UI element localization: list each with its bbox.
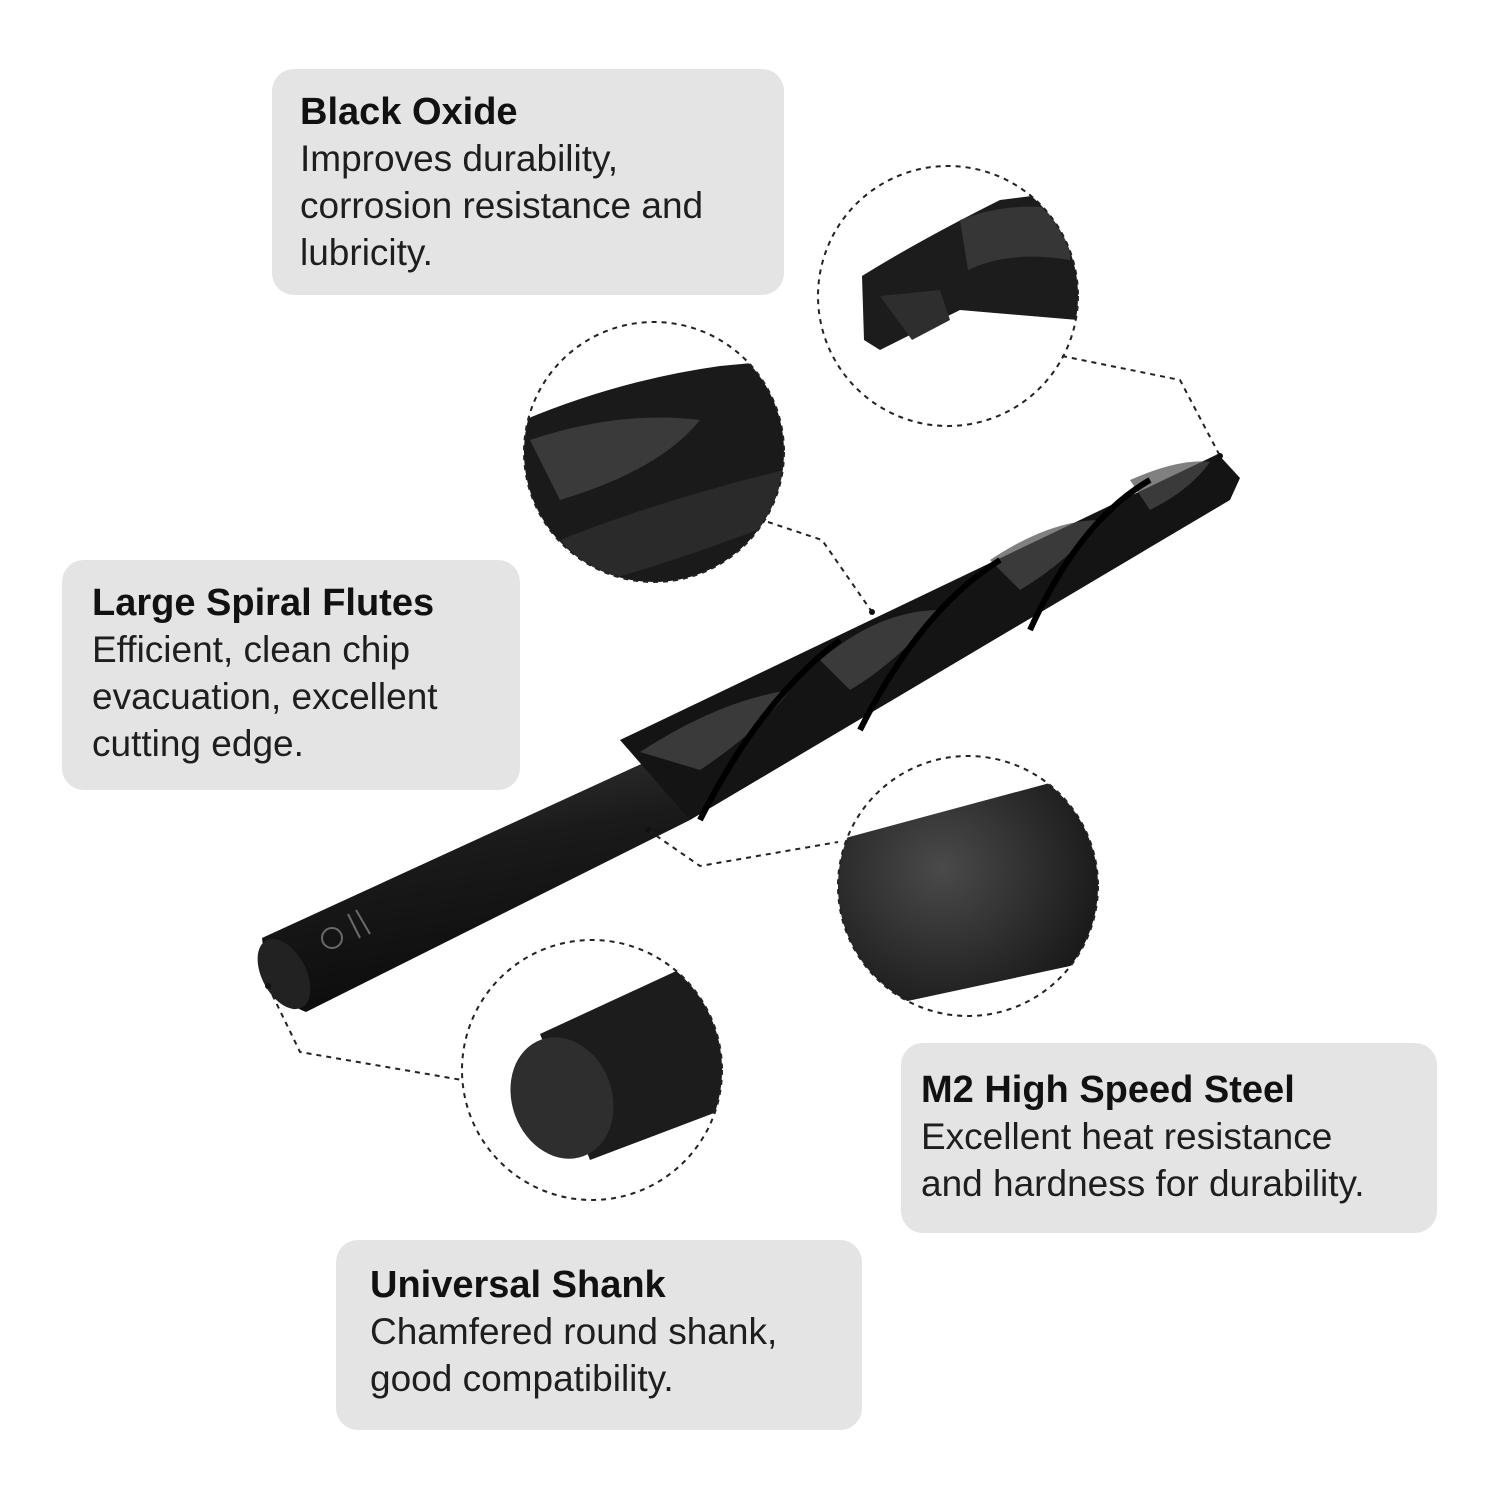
zoom-circle-tip — [817, 165, 1079, 427]
callout-description: Chamfered round shank, good compatibilit… — [370, 1311, 778, 1399]
zoom-circle-flute — [523, 321, 785, 583]
flute-edge — [697, 637, 842, 822]
callout-large-spiral-flutes: Large Spiral Flutes Efficient, clean chi… — [62, 560, 520, 790]
leader-lines — [267, 355, 1221, 1081]
drill-shank-end — [257, 938, 311, 1010]
flute-edge — [1027, 477, 1152, 632]
shank-engraving — [321, 909, 371, 949]
callout-description: Excellent heat resistance and hardness f… — [921, 1116, 1365, 1204]
callout-title: Black Oxide — [300, 91, 518, 133]
flute-highlight — [1130, 461, 1210, 510]
callout-black-oxide: Black Oxide Improves durability, corrosi… — [272, 69, 784, 295]
flute-highlight — [990, 520, 1100, 590]
callout-title: Large Spiral Flutes — [92, 582, 435, 624]
leader-line-shank — [267, 985, 463, 1081]
flute-highlight — [640, 690, 790, 770]
callout-m2-high-speed-steel: M2 High Speed Steel Excellent heat resis… — [901, 1043, 1437, 1233]
callout-description: Efficient, clean chip evacuation, excell… — [92, 629, 438, 764]
leader-line-body — [647, 829, 839, 868]
drill-fluted-body — [620, 454, 1240, 820]
leader-line-tip — [1061, 355, 1221, 457]
zoom-circle-body — [837, 755, 1099, 1017]
leader-line-flute — [767, 521, 873, 613]
flute-edge — [857, 557, 1002, 732]
leader-anchors — [265, 453, 1223, 989]
zoom-circle-shank-end — [461, 939, 723, 1201]
drill-shank — [262, 760, 690, 1012]
callout-description: Improves durability, corrosion resistanc… — [300, 138, 704, 273]
drill-bit — [257, 454, 1240, 1012]
callout-universal-shank: Universal Shank Chamfered round shank, g… — [336, 1240, 862, 1430]
callout-title: M2 High Speed Steel — [921, 1069, 1295, 1111]
callout-title: Universal Shank — [370, 1264, 666, 1306]
flute-highlight — [820, 610, 940, 690]
